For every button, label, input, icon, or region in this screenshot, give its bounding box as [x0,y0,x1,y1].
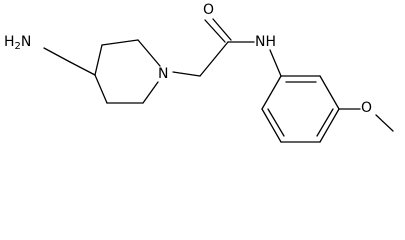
bond-nh-aryl [269,49,282,77]
bond-carbonyl-double-b [212,18,232,41]
bond-carbonyl-double-a [204,19,226,43]
carbonyl-oxygen-label: O [203,2,214,18]
amide-nh-label: NH [255,34,276,50]
ether-oxygen-label: O [361,100,372,116]
structure-canvas: H2N N O NH O [4,2,394,143]
ring-nitrogen-label: N [158,66,168,82]
bond-ring-n1-c6 [142,81,159,104]
bond-amine-ch2 [43,47,71,63]
bond-n1-ch2 [172,71,201,77]
bond-aryl-c2-c3 [319,75,340,110]
bond-aryl-c5-c6 [261,108,282,143]
bond-ring-c4-c3 [94,44,103,76]
bond-ch2-c4 [69,61,96,76]
bond-ring-c3-c2 [101,39,139,46]
bond-aryl-c3-c4 [319,108,340,143]
chemical-structure-diagram: H2N N O NH O [4,2,394,143]
bond-ether-o-methyl [375,114,394,132]
bond-ring-c2-n1 [137,39,161,67]
bond-aryl-c6-c1 [261,75,282,110]
bond-aryl-inner-2 [316,108,334,137]
bond-ch2-carbonyl [199,41,229,77]
amine-label: H2N [4,34,31,52]
bond-aryl-inner-3 [267,108,285,137]
bond-ring-c5-c4 [94,74,108,104]
